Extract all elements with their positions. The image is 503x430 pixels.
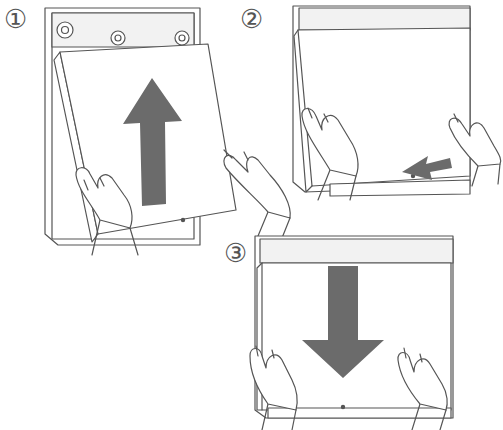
hand bbox=[76, 168, 132, 228]
hand bbox=[302, 109, 358, 177]
push-down-arrow bbox=[302, 266, 384, 378]
step-three-illustration bbox=[250, 236, 453, 430]
screw bbox=[111, 31, 125, 45]
hand bbox=[224, 155, 290, 218]
callout-number: ① bbox=[4, 6, 27, 32]
finger-lines bbox=[224, 150, 248, 160]
cover-dot bbox=[181, 218, 184, 221]
callout-number: ② bbox=[240, 6, 263, 32]
sleeve bbox=[472, 164, 500, 186]
push-down-arrow bbox=[402, 156, 452, 180]
finger-lines bbox=[256, 346, 274, 358]
hand bbox=[398, 353, 447, 411]
screw bbox=[57, 22, 73, 38]
finger-lines bbox=[404, 348, 422, 362]
screw bbox=[62, 27, 69, 34]
finger-lines bbox=[308, 108, 328, 122]
screw bbox=[115, 35, 121, 41]
top-bracket bbox=[299, 8, 470, 30]
cover-dot bbox=[341, 405, 344, 408]
step-one-illustration bbox=[45, 8, 290, 255]
step-two-illustration bbox=[293, 6, 501, 200]
cover-panel bbox=[60, 44, 236, 234]
wall-frame bbox=[293, 6, 470, 192]
callout-number: ③ bbox=[224, 240, 247, 266]
finger-lines bbox=[84, 178, 104, 190]
top-bracket bbox=[260, 239, 453, 263]
top-bracket bbox=[52, 13, 194, 47]
push-up-arrow bbox=[123, 78, 182, 206]
hand bbox=[449, 118, 501, 166]
screw bbox=[175, 31, 189, 45]
screw bbox=[179, 35, 185, 41]
finger-lines bbox=[454, 114, 458, 122]
cover-panel bbox=[298, 28, 470, 186]
